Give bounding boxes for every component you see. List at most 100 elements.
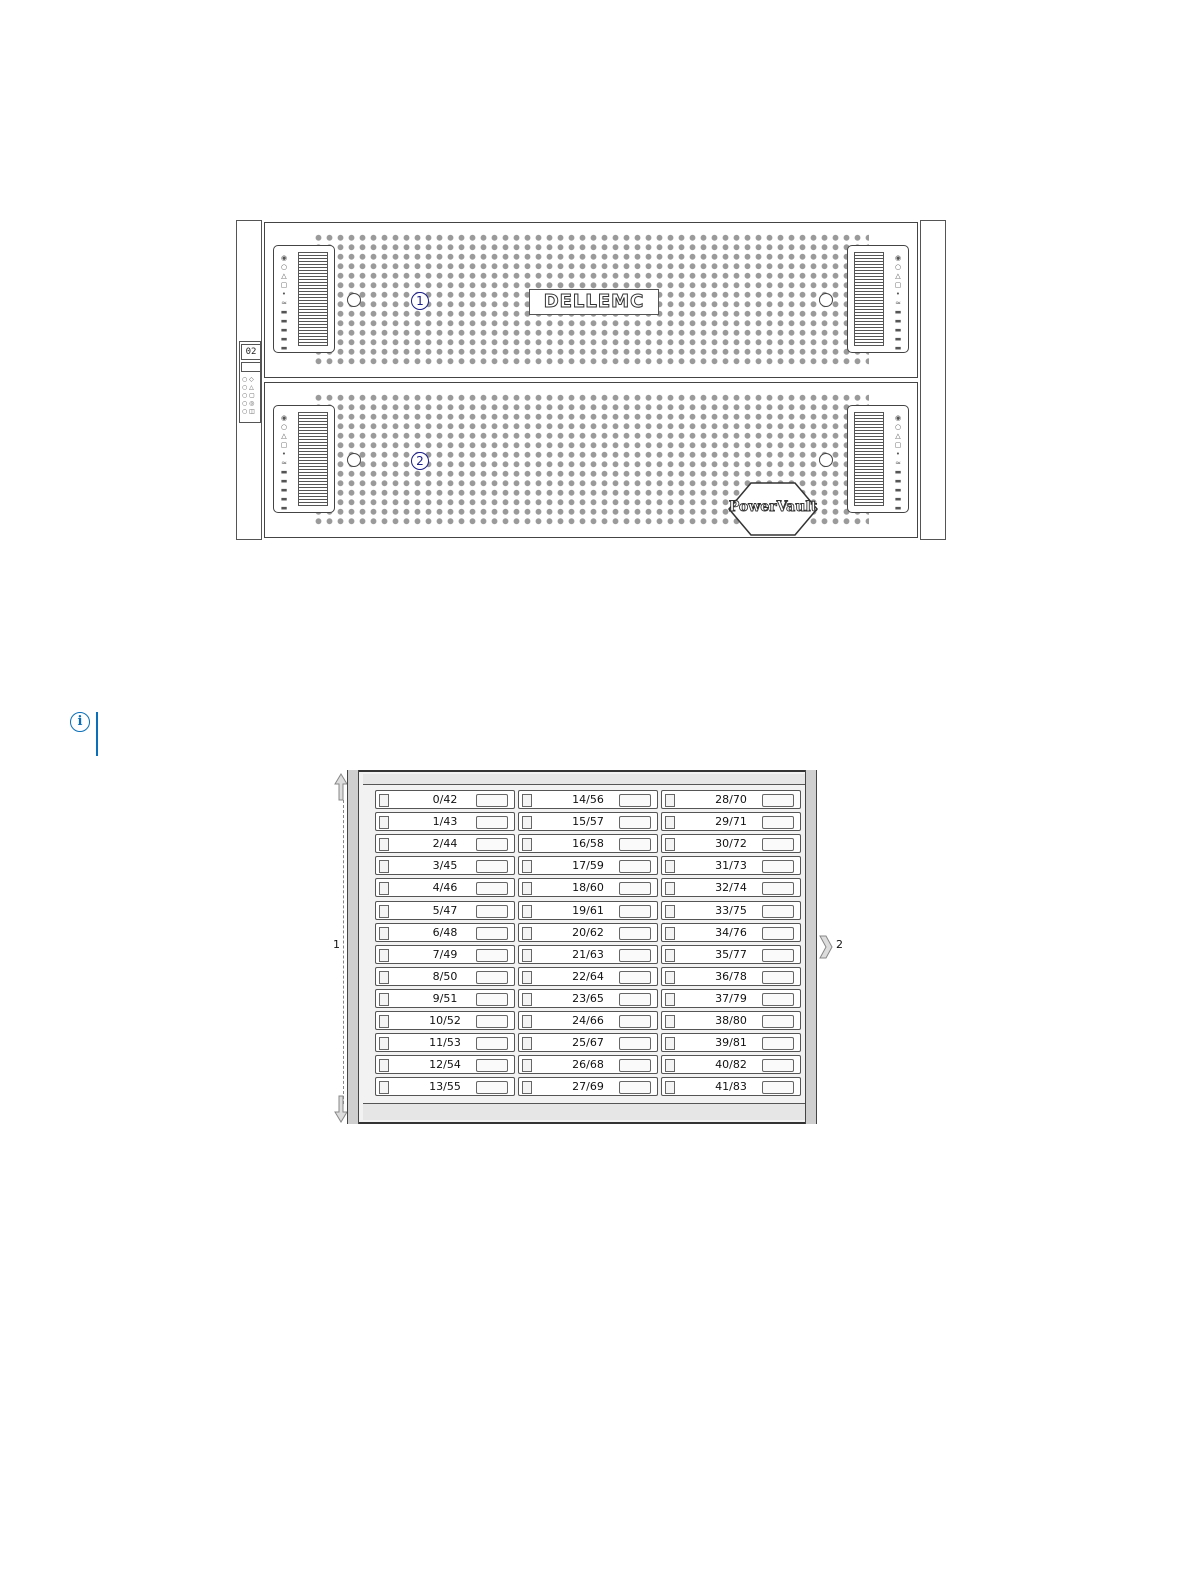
unit-id-button[interactable] — [241, 362, 261, 372]
drive-slot[interactable]: 41/83 — [661, 1077, 801, 1097]
drive-slot-label: 23/65 — [565, 990, 611, 1006]
drive-slot-label: 18/60 — [565, 880, 611, 896]
drive-slot-label: 19/61 — [565, 902, 611, 918]
drive-slot[interactable]: 13/55 — [375, 1077, 515, 1097]
drive-slot[interactable]: 8/50 — [375, 966, 515, 986]
drive-slot-label: 3/45 — [422, 858, 468, 874]
drive-slot[interactable]: 29/71 — [661, 812, 801, 832]
handle-status-icons: ◉○△▢•≈▬▬▬▬▬ — [280, 414, 288, 512]
drawer-travel-line — [343, 800, 344, 1104]
drive-slot[interactable]: 26/68 — [518, 1055, 658, 1075]
drive-slot[interactable]: 1/43 — [375, 812, 515, 832]
drive-slot[interactable]: 20/62 — [518, 922, 658, 942]
drive-slot-label: 37/79 — [708, 990, 754, 1006]
drive-slot[interactable]: 25/67 — [518, 1033, 658, 1053]
drive-slot[interactable]: 18/60 — [518, 878, 658, 898]
drive-slot-label: 31/73 — [708, 858, 754, 874]
drive-slot-label: 17/59 — [565, 858, 611, 874]
dell-emc-logo: DELLEMC — [529, 289, 659, 315]
right-rail — [805, 770, 817, 1124]
drive-slot[interactable]: 24/66 — [518, 1011, 658, 1030]
drive-slot-label: 2/44 — [422, 836, 468, 852]
arrow-down-icon — [334, 1095, 348, 1123]
drive-slot[interactable]: 0/42 — [375, 790, 515, 809]
drive-slot[interactable]: 19/61 — [518, 900, 658, 920]
drive-slot[interactable]: 17/59 — [518, 856, 658, 876]
drive-slot-label: 40/82 — [708, 1057, 754, 1073]
drive-slot-label: 35/77 — [708, 946, 754, 962]
drive-slot[interactable]: 4/46 — [375, 878, 515, 898]
drive-slot-label: 20/62 — [565, 924, 611, 940]
drive-slot[interactable]: 10/52 — [375, 1011, 515, 1030]
drawer-1-left-screw — [347, 293, 361, 307]
drive-slot-label: 33/75 — [708, 902, 754, 918]
unit-id-display: 02 — [241, 344, 261, 360]
note-rule — [96, 712, 98, 756]
drive-slot-label: 0/42 — [422, 792, 468, 807]
drive-slot[interactable]: 37/79 — [661, 988, 801, 1008]
status-led-icons: ○ ◇○ △○ ▢○ ◎○ ◫ — [242, 376, 255, 415]
drawer-2-left-handle[interactable]: ◉○△▢•≈▬▬▬▬▬ — [273, 405, 335, 513]
drawer-frame-top — [363, 774, 805, 785]
right-rack-ear — [920, 220, 946, 540]
drive-slot-label: 39/81 — [708, 1035, 754, 1051]
drive-slot[interactable]: 12/54 — [375, 1055, 515, 1075]
drawer-1: ◉○△▢•≈▬▬▬▬▬ ◉○△▢•≈▬▬▬▬▬ 1 DELLEMC — [264, 222, 918, 378]
drive-slot-label: 22/64 — [565, 968, 611, 984]
drive-slot[interactable]: 22/64 — [518, 966, 658, 986]
drive-slot[interactable]: 36/78 — [661, 966, 801, 986]
drawer-1-right-screw — [819, 293, 833, 307]
arrow-up-icon — [334, 773, 348, 801]
drive-slot[interactable]: 27/69 — [518, 1077, 658, 1097]
handle-status-icons: ◉○△▢•≈▬▬▬▬▬ — [894, 254, 902, 352]
left-rail — [347, 770, 359, 1124]
drive-slot[interactable]: 38/80 — [661, 1011, 801, 1030]
drive-slot[interactable]: 33/75 — [661, 900, 801, 920]
drive-slot[interactable]: 11/53 — [375, 1033, 515, 1053]
drive-slot[interactable]: 40/82 — [661, 1055, 801, 1075]
drive-slot-label: 25/67 — [565, 1035, 611, 1051]
drawer-2: ◉○△▢•≈▬▬▬▬▬ ◉○△▢•≈▬▬▬▬▬ 2 PowerVault — [264, 382, 918, 538]
drive-slot-label: 8/50 — [422, 968, 468, 984]
powervault-wordmark: PowerVault — [728, 499, 818, 516]
handle-grip — [298, 252, 328, 346]
drive-slot[interactable]: 21/63 — [518, 944, 658, 964]
handle-grip — [298, 412, 328, 506]
drive-slot[interactable]: 9/51 — [375, 988, 515, 1008]
drive-slot[interactable]: 14/56 — [518, 790, 658, 809]
drive-slot-label: 1/43 — [422, 814, 468, 830]
drive-slot-label: 36/78 — [708, 968, 754, 984]
drive-slot-label: 6/48 — [422, 924, 468, 940]
callout-2: 2 — [411, 452, 429, 470]
drive-slot[interactable]: 34/76 — [661, 922, 801, 942]
drive-slot-label: 29/71 — [708, 814, 754, 830]
callout-1: 1 — [411, 292, 429, 310]
drive-slot[interactable]: 6/48 — [375, 922, 515, 942]
drive-slot-label: 7/49 — [422, 946, 468, 962]
handle-grip — [854, 412, 884, 506]
drive-slot[interactable]: 35/77 — [661, 944, 801, 964]
drive-slot[interactable]: 31/73 — [661, 856, 801, 876]
drive-slot[interactable]: 2/44 — [375, 834, 515, 854]
drawer-1-left-handle[interactable]: ◉○△▢•≈▬▬▬▬▬ — [273, 245, 335, 353]
drawer-2-left-screw — [347, 453, 361, 467]
drive-slot-label: 14/56 — [565, 792, 611, 807]
drive-slot[interactable]: 28/70 — [661, 790, 801, 809]
drive-slot[interactable]: 16/58 — [518, 834, 658, 854]
drive-slot[interactable]: 15/57 — [518, 812, 658, 832]
drive-slot[interactable]: 5/47 — [375, 900, 515, 920]
handle-status-icons: ◉○△▢•≈▬▬▬▬▬ — [280, 254, 288, 352]
drive-slot[interactable]: 30/72 — [661, 834, 801, 854]
drawer-1-right-handle[interactable]: ◉○△▢•≈▬▬▬▬▬ — [847, 245, 909, 353]
drive-slot[interactable]: 7/49 — [375, 944, 515, 964]
drive-slot[interactable]: 39/81 — [661, 1033, 801, 1053]
drawer-2-right-handle[interactable]: ◉○△▢•≈▬▬▬▬▬ — [847, 405, 909, 513]
drive-slot[interactable]: 32/74 — [661, 878, 801, 898]
drive-slot[interactable]: 3/45 — [375, 856, 515, 876]
drive-slot-label: 15/57 — [565, 814, 611, 830]
drive-slot[interactable]: 23/65 — [518, 988, 658, 1008]
drive-slot-label: 27/69 — [565, 1079, 611, 1095]
side-label-1: 1 — [333, 938, 340, 951]
hexagon-icon — [728, 482, 818, 536]
